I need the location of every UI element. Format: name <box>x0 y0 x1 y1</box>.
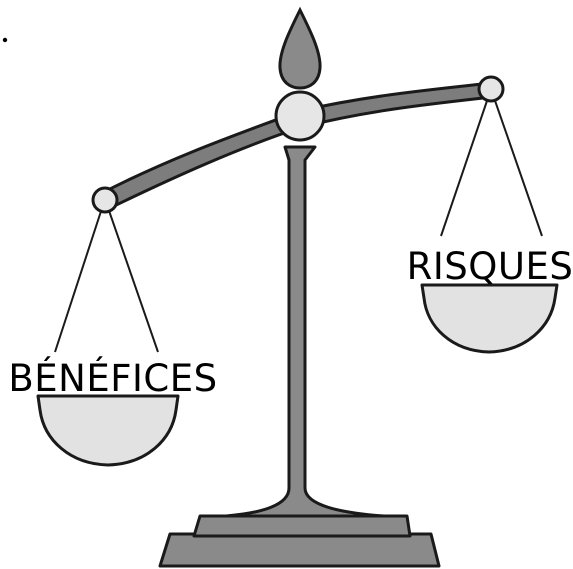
right-pan <box>420 283 559 354</box>
left-beam-joint <box>91 186 119 214</box>
scale-stand <box>158 145 441 568</box>
left-pan <box>36 394 180 467</box>
center-pivot <box>274 90 326 142</box>
corner-dot <box>2 37 8 43</box>
right-beam-joint <box>477 75 505 103</box>
scale-strings <box>54 91 543 353</box>
right-pan-label: RISQUES <box>407 245 573 288</box>
stand-upper-base <box>192 514 412 538</box>
stand-base <box>158 532 441 568</box>
left-pan-label: BÉNÉFICES <box>8 356 217 400</box>
stand-column <box>224 145 386 518</box>
scale-finial <box>278 6 322 90</box>
